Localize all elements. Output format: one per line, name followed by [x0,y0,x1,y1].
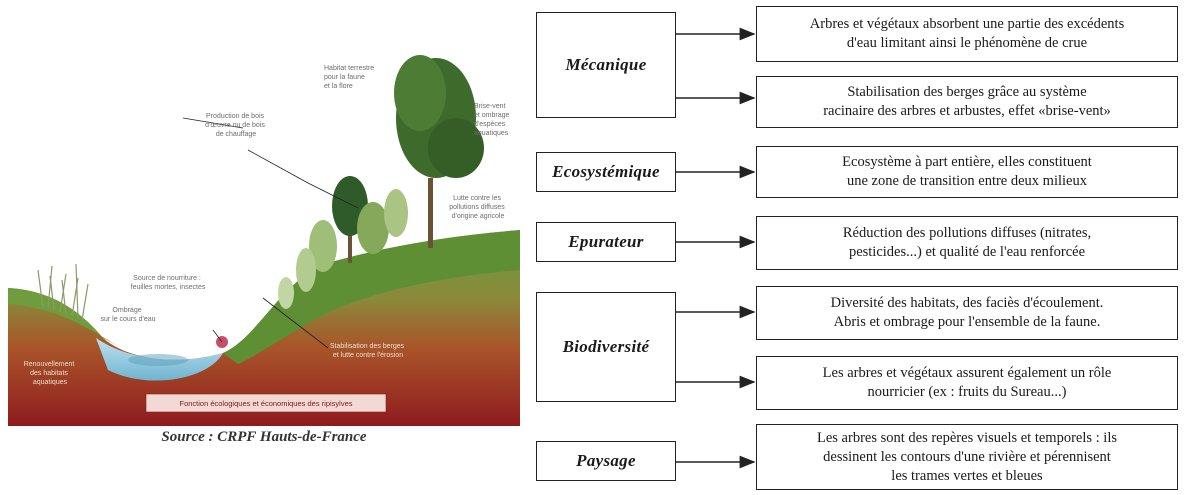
description-ecosystemique: Ecosystème à part entière, elles constit… [756,146,1178,198]
category-biodiversite: Biodiversité [536,292,676,402]
image-source-caption: Source : CRPF Hauts-de-France [161,429,367,445]
category-paysage: Paysage [536,441,676,481]
annotation-lutte: Lutte contre les pollutions diffuses d'o… [449,195,506,220]
annotation-ombrage: Ombrage sur le cours d'eau [100,307,155,323]
ripisylve-illustration: Habitat terrestre pour la faune et la fl… [8,55,520,426]
description-biodiversite-nourricier: Les arbres et végétaux assurent égalemen… [756,356,1178,410]
category-mecanique: Mécanique [536,12,676,118]
description-mecanique-berges: Stabilisation des berges grâce au systèm… [756,76,1178,128]
annotation-renouvellement: Renouvellement des habitats aquatiques [24,361,77,386]
illustration-footer-label: Fonction écologiques et économiques des … [179,399,352,408]
description-biodiversite-habitats: Diversité des habitats, des faciès d'éco… [756,286,1178,340]
annotation-habitat: Habitat terrestre pour la faune et la fl… [324,65,376,90]
annotation-stabilisation: Stabilisation des berges et lutte contre… [330,343,406,359]
category-ecosystemique: Ecosystémique [536,152,676,192]
annotation-brise-vent: Brise-vent et ombrage d'espèces aquatiqu… [474,103,511,137]
annotation-source-nourriture: Source de nourriture : feuilles mortes, … [131,275,206,291]
description-epurateur: Réduction des pollutions diffuses (nitra… [756,216,1178,270]
annotation-bois: Production de bois d'œuvre ou de bois de… [205,113,267,138]
category-epurateur: Epurateur [536,222,676,262]
description-paysage: Les arbres sont des repères visuels et t… [756,424,1178,490]
description-mecanique-crue: Arbres et végétaux absorbent une partie … [756,6,1178,62]
